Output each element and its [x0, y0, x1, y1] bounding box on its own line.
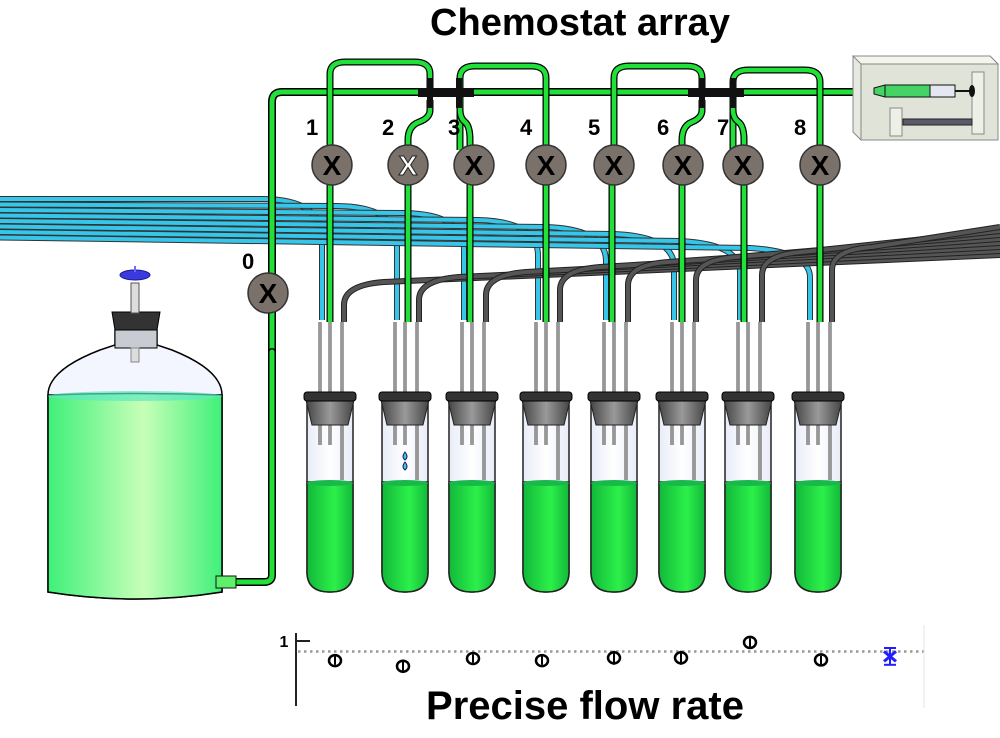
data-point-8	[813, 653, 829, 667]
data-point-3	[465, 651, 481, 666]
syringe-pump-icon	[851, 55, 1000, 141]
valve-label-8: 8	[794, 115, 807, 140]
flow-rate-chart: 1	[280, 625, 925, 708]
data-point-4	[534, 653, 550, 668]
chemostat-tube-6	[655, 322, 709, 593]
valve-6[interactable]: X	[662, 144, 704, 186]
culture-tubes	[303, 322, 845, 593]
x-valve-icon: X	[259, 278, 278, 309]
valve-2[interactable]: X	[387, 144, 429, 186]
t-junctions	[418, 78, 744, 108]
chart-title: Precise flow rate	[426, 684, 744, 728]
data-point-7	[742, 635, 758, 650]
x-valve-icon: X	[465, 150, 484, 181]
x-valve-icon: X	[811, 150, 830, 181]
media-line	[221, 88, 884, 586]
x-valve-icon: X	[399, 150, 418, 181]
x-valve-icon: X	[537, 150, 556, 181]
chemostat-tube-7	[721, 322, 775, 593]
valve-label-2: 2	[382, 115, 395, 140]
x-valve-icon: X	[605, 150, 624, 181]
valve-label-1: 1	[306, 115, 319, 140]
x-valve-icon: X	[674, 150, 693, 181]
media-reservoir	[47, 266, 237, 600]
page-title: Chemostat array	[430, 2, 730, 44]
valve-label-5: 5	[588, 115, 601, 140]
x-valve-icon: X	[734, 150, 753, 181]
valve-4[interactable]: X	[525, 144, 567, 186]
chemostat-tube-8	[791, 322, 845, 593]
chemostat-tube-3	[445, 322, 499, 593]
chemostat-tube-2	[378, 322, 432, 593]
chemostat-tube-5	[587, 322, 641, 593]
valve-1[interactable]: X	[311, 144, 353, 186]
data-point-mean	[883, 647, 897, 666]
chemostat-tube-1	[303, 322, 357, 593]
valve-label-7: 7	[717, 115, 730, 140]
valve-7[interactable]: X	[722, 144, 764, 186]
valves: X X X X X X X X X	[247, 144, 841, 314]
valve-8[interactable]: X	[799, 144, 841, 186]
valve-5[interactable]: X	[593, 144, 635, 186]
data-point-2	[395, 659, 411, 673]
valve-label-3: 3	[448, 115, 461, 140]
valve-label-4: 4	[520, 115, 533, 140]
data-point-5	[606, 650, 622, 665]
valve-label-0: 0	[242, 249, 255, 274]
valve-0[interactable]: X	[247, 272, 289, 314]
chemostat-tube-4	[519, 322, 573, 593]
x-valve-icon: X	[323, 150, 342, 181]
valve-3[interactable]: X	[453, 144, 495, 186]
y-tick-label: 1	[280, 634, 289, 651]
data-point-1	[327, 653, 343, 668]
waste-lines	[341, 224, 1000, 322]
valve-label-6: 6	[657, 115, 670, 140]
data-point-6	[673, 650, 689, 665]
